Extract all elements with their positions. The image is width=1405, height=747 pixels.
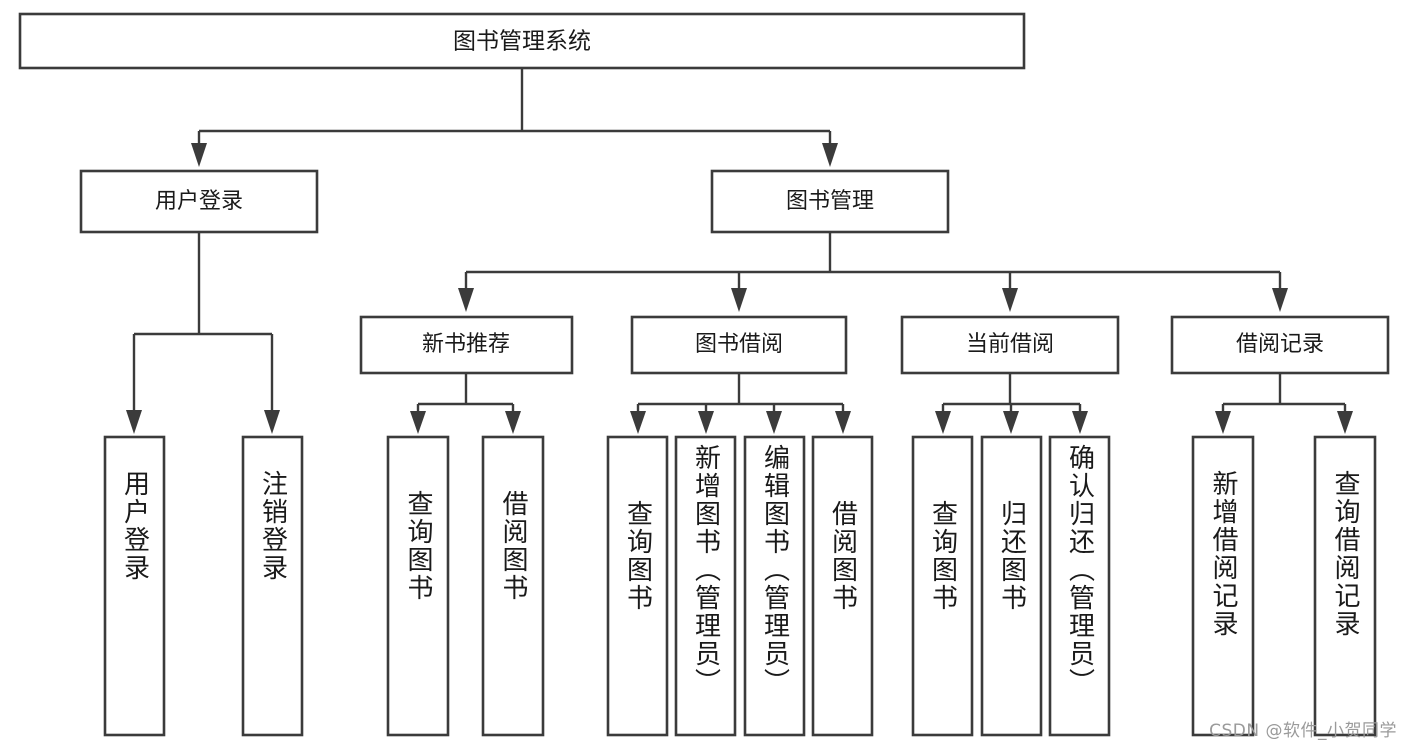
connectors-new-book-to-leaves	[410, 373, 521, 434]
arrowhead-leaf-user-login-0	[126, 410, 142, 434]
node-new-book-recommend[interactable]: 新书推荐	[359, 315, 574, 375]
arrowhead-book-manage	[822, 143, 838, 167]
leaf-box-current-borrow-0[interactable]	[911, 435, 974, 737]
leaf-node-current-borrow-0[interactable]	[911, 435, 974, 737]
node-current-borrow-box[interactable]	[900, 315, 1120, 375]
leaf-node-user-login-1[interactable]	[241, 435, 304, 737]
arrowhead-leaf-new-book-1	[505, 411, 521, 434]
arrowhead-borrow-record	[1272, 288, 1288, 312]
leaf-box-book-borrow-2[interactable]	[743, 435, 806, 737]
connectors-user-login-to-leaves	[126, 232, 280, 434]
node-borrow-record[interactable]: 借阅记录	[1170, 315, 1390, 375]
node-new-book-recommend-label: 新书推荐	[422, 332, 510, 357]
node-borrow-record-label: 借阅记录	[1236, 332, 1324, 357]
node-user-login[interactable]: 用户登录	[79, 169, 319, 234]
leaf-box-book-borrow-0[interactable]	[606, 435, 669, 737]
csdn-watermark: CSDN @软件_小贺同学	[1209, 721, 1397, 741]
arrowhead-leaf-book-borrow-3	[835, 411, 851, 434]
leaf-box-user-login-1[interactable]	[241, 435, 304, 737]
arrowhead-leaf-current-borrow-0	[935, 411, 951, 434]
node-current-borrow[interactable]: 当前借阅	[900, 315, 1120, 375]
node-book-borrow[interactable]: 图书借阅	[630, 315, 848, 375]
leaf-node-book-borrow-1[interactable]	[674, 435, 737, 737]
node-book-borrow-label: 图书借阅	[695, 332, 783, 357]
node-book-manage-label: 图书管理	[786, 189, 874, 214]
connectors-root-to-level1	[191, 69, 838, 167]
arrowhead-leaf-book-borrow-1	[698, 411, 714, 434]
connectors-book-borrow-to-leaves	[630, 373, 851, 434]
arrowhead-user-login	[191, 143, 207, 167]
arrowhead-new-book-recommend	[458, 288, 474, 312]
node-new-book-recommend-box[interactable]	[359, 315, 574, 375]
leaf-box-borrow-record-1[interactable]	[1313, 435, 1377, 737]
node-current-borrow-label: 当前借阅	[966, 332, 1054, 357]
leaf-box-current-borrow-2[interactable]	[1048, 435, 1111, 737]
leaf-node-user-login-0[interactable]	[103, 435, 166, 737]
leaf-box-book-borrow-1[interactable]	[674, 435, 737, 737]
leaf-node-borrow-record-0[interactable]	[1191, 435, 1255, 737]
node-user-login-label: 用户登录	[155, 189, 243, 214]
arrowhead-leaf-current-borrow-1	[1003, 411, 1019, 434]
leaf-node-current-borrow-2[interactable]	[1048, 435, 1111, 737]
arrowhead-leaf-current-borrow-2	[1072, 411, 1088, 434]
node-book-manage[interactable]: 图书管理	[710, 169, 950, 234]
arrowhead-leaf-book-borrow-0	[630, 411, 646, 434]
arrowhead-leaf-user-login-1	[264, 410, 280, 434]
leaf-node-book-borrow-2[interactable]	[743, 435, 806, 737]
leaf-box-borrow-record-0[interactable]	[1191, 435, 1255, 737]
node-root[interactable]: 图书管理系统	[18, 12, 1026, 70]
connectors-book-manage-to-level2	[458, 232, 1288, 312]
arrowhead-book-borrow	[731, 288, 747, 312]
arrowhead-leaf-borrow-record-0	[1215, 411, 1231, 434]
arrowhead-leaf-book-borrow-2	[766, 411, 782, 434]
leaf-box-current-borrow-1[interactable]	[980, 435, 1043, 737]
leaf-box-new-book-0[interactable]	[386, 435, 450, 737]
leaf-box-user-login-0[interactable]	[103, 435, 166, 737]
leaf-box-book-borrow-3[interactable]	[811, 435, 874, 737]
node-root-box[interactable]	[18, 12, 1026, 70]
arrowhead-current-borrow	[1002, 288, 1018, 312]
node-borrow-record-box[interactable]	[1170, 315, 1390, 375]
node-book-manage-box[interactable]	[710, 169, 950, 234]
leaf-node-book-borrow-3[interactable]	[811, 435, 874, 737]
leaf-node-book-borrow-0[interactable]	[606, 435, 669, 737]
leaf-node-current-borrow-1[interactable]	[980, 435, 1043, 737]
node-book-borrow-box[interactable]	[630, 315, 848, 375]
connectors-current-borrow-to-leaves	[935, 373, 1088, 434]
leaf-box-new-book-1[interactable]	[481, 435, 545, 737]
leaf-node-new-book-1[interactable]	[481, 435, 545, 737]
leaf-node-borrow-record-1[interactable]	[1313, 435, 1377, 737]
connectors-borrow-record-to-leaves	[1215, 373, 1353, 434]
arrowhead-leaf-borrow-record-1	[1337, 411, 1353, 434]
arrowhead-leaf-new-book-0	[410, 411, 426, 434]
leaf-node-new-book-0[interactable]	[386, 435, 450, 737]
node-root-label: 图书管理系统	[453, 29, 591, 55]
